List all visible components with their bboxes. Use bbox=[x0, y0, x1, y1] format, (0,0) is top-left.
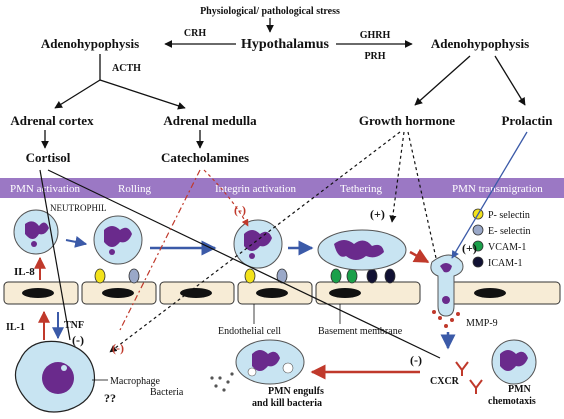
question-marks: ?? bbox=[104, 391, 116, 405]
gh-to-macrophage bbox=[109, 131, 401, 353]
neutrophil-label: NEUTROPHIL bbox=[50, 203, 107, 213]
crh-label: CRH bbox=[184, 28, 206, 39]
neutrophil-4 bbox=[317, 229, 407, 271]
catechol-inhibit bbox=[119, 169, 201, 331]
step-rolling: Rolling bbox=[118, 183, 152, 195]
chemotaxis-label-1: PMN bbox=[508, 384, 532, 395]
pmn-arrow-1 bbox=[65, 235, 88, 248]
icam-marker bbox=[384, 268, 396, 284]
bacteria-cluster bbox=[210, 372, 234, 392]
catecholamines-label: Catecholamines bbox=[161, 150, 249, 165]
neutrophil-1 bbox=[13, 209, 59, 255]
endothelial-nucleus bbox=[329, 288, 361, 298]
endothelial-nucleus bbox=[22, 288, 54, 298]
macrophage-label: Macrophage bbox=[110, 376, 161, 387]
il1-label: IL-1 bbox=[6, 322, 25, 333]
legend-swatch bbox=[472, 224, 484, 236]
cortisol-to-cxcr bbox=[47, 169, 441, 359]
endothelial-nucleus bbox=[256, 288, 288, 298]
endothelium bbox=[3, 281, 561, 305]
to-growth-hormone bbox=[414, 55, 471, 106]
adrenal-medulla-label: Adrenal medulla bbox=[163, 113, 257, 128]
cortisol-label: Cortisol bbox=[26, 150, 71, 165]
to-prolactin bbox=[494, 55, 526, 106]
minus-tnf: (-) bbox=[72, 333, 84, 347]
neutrophil-3 bbox=[233, 219, 283, 269]
engulfing-pmn bbox=[235, 339, 305, 385]
p-selectin-marker bbox=[94, 268, 106, 284]
transmigrating-neutrophil bbox=[430, 254, 464, 328]
icam-marker bbox=[366, 268, 378, 284]
cxcr-receptor bbox=[455, 361, 469, 376]
steps-band bbox=[0, 178, 564, 198]
endothelial-nucleus bbox=[474, 288, 506, 298]
cxcr-receptor bbox=[469, 379, 483, 394]
vcam-marker bbox=[330, 268, 342, 284]
gh-to-tethering bbox=[389, 131, 405, 223]
vcam-marker bbox=[346, 268, 358, 284]
legend-label: E- selectin bbox=[488, 226, 530, 237]
legend-label: VCAM-1 bbox=[488, 242, 526, 253]
prh-label: PRH bbox=[364, 51, 385, 62]
cortisol-to-macrophage bbox=[39, 169, 71, 341]
endothelial-cell bbox=[315, 281, 421, 305]
chemotaxis-label-2: chemotaxis bbox=[488, 396, 536, 407]
step-pmn-activation: PMN activation bbox=[10, 183, 80, 195]
step-pmn-transmigration: PMN transmigration bbox=[452, 183, 543, 195]
endothelial-cell-label: Endothelial cell bbox=[218, 326, 281, 337]
minus-cxcr: (-) bbox=[410, 353, 422, 367]
e-selectin-marker bbox=[276, 268, 288, 284]
adenohypophysis-left: Adenohypophysis bbox=[41, 36, 139, 51]
adrenal-cortex-label: Adrenal cortex bbox=[10, 113, 94, 128]
legend: P- selectin E- selectin VCAM-1 ICAM-1 bbox=[472, 208, 530, 269]
step-tethering: Tethering bbox=[340, 183, 382, 195]
endothelial-nucleus bbox=[102, 288, 134, 298]
neutrophil-2 bbox=[93, 215, 143, 265]
macrophage bbox=[14, 340, 96, 413]
to-adrenal-medulla bbox=[99, 79, 186, 110]
to-adrenal-cortex bbox=[54, 79, 101, 109]
step-integrin-activation: Integrin activation bbox=[215, 183, 296, 195]
plus-tethering: (+) bbox=[370, 207, 385, 221]
legend-swatch bbox=[472, 240, 484, 252]
stress-label: Physiological/ pathological stress bbox=[200, 6, 340, 17]
p-selectin-marker bbox=[244, 268, 256, 284]
prolactin-to-transmigration bbox=[451, 131, 528, 259]
hypothalamus-label: Hypothalamus bbox=[241, 37, 329, 52]
minus-integrin: (-) bbox=[234, 203, 246, 217]
chemotaxis-pmn bbox=[491, 339, 537, 385]
pmn-arrow-4 bbox=[409, 248, 430, 264]
ghrh-label: GHRH bbox=[360, 30, 391, 41]
engulf-label-1: PMN engulfs bbox=[268, 386, 324, 397]
legend-label: P- selectin bbox=[488, 210, 530, 221]
tnf-label: TNF bbox=[64, 320, 84, 331]
endothelial-nucleus bbox=[180, 288, 212, 298]
legend-label: ICAM-1 bbox=[488, 258, 522, 269]
prolactin-label: Prolactin bbox=[501, 113, 553, 128]
catechol-to-integrin bbox=[203, 169, 249, 227]
e-selectin-marker bbox=[128, 268, 140, 284]
minus-catechol: (-) bbox=[112, 341, 124, 355]
growth-hormone-label: Growth hormone bbox=[359, 113, 455, 128]
engulf-label-2: and kill bacteria bbox=[252, 398, 322, 409]
cxcr-label: CXCR bbox=[430, 376, 460, 387]
mmp9-label: MMP-9 bbox=[466, 318, 498, 329]
bacteria-label: Bacteria bbox=[150, 387, 184, 398]
il8-label: IL-8 bbox=[14, 266, 35, 278]
basement-membrane-label: Basement membrane bbox=[318, 326, 403, 337]
acth-label: ACTH bbox=[112, 63, 141, 74]
legend-swatch bbox=[472, 256, 484, 268]
adenohypophysis-right: Adenohypophysis bbox=[431, 36, 529, 51]
plus-transmigration: (+) bbox=[462, 241, 477, 255]
